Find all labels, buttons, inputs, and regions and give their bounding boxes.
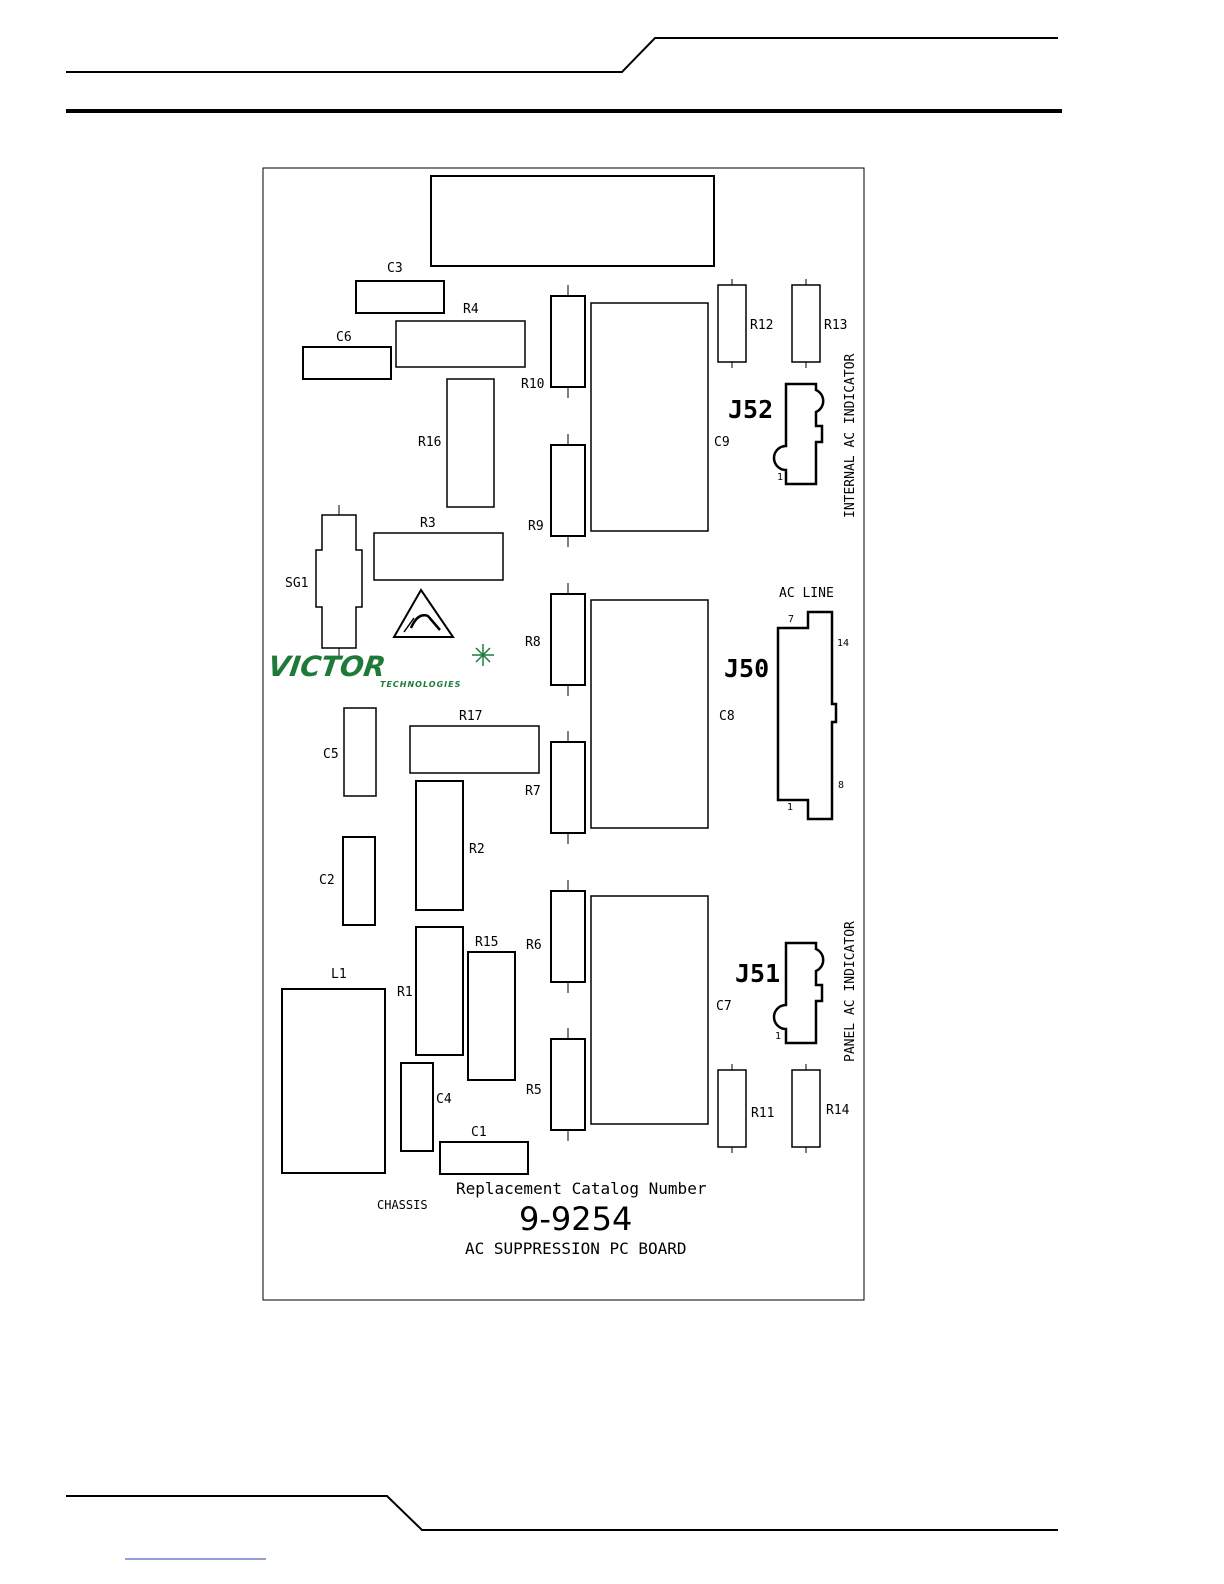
label-r3: R3 — [420, 516, 436, 531]
r6-resistor — [551, 880, 585, 993]
c2-body — [343, 837, 375, 925]
r4-body — [396, 321, 525, 367]
label-c8: C8 — [719, 709, 735, 724]
label-l1: L1 — [331, 967, 347, 982]
label-chassis: CHASSIS — [377, 1198, 428, 1212]
esd-warning-icon — [394, 590, 453, 637]
label-r15: R15 — [475, 935, 498, 950]
r8-resistor — [551, 583, 585, 696]
j52-connector — [774, 384, 823, 484]
replacement-catalog-heading: Replacement Catalog Number — [456, 1179, 707, 1198]
r17-body — [410, 726, 539, 773]
label-r14: R14 — [826, 1103, 850, 1118]
c3-body — [356, 281, 444, 313]
r1-body — [416, 927, 463, 1055]
c6-body — [303, 347, 391, 379]
j51-connector — [774, 943, 823, 1043]
label-internal-ac-indicator: INTERNAL AC INDICATOR — [843, 353, 858, 518]
c5-body — [344, 708, 376, 796]
label-panel-ac-indicator: PANEL AC INDICATOR — [843, 921, 858, 1062]
label-c3: C3 — [387, 261, 403, 276]
c8-body — [591, 600, 708, 828]
label-c9: C9 — [714, 435, 730, 450]
header-rule — [66, 38, 1062, 111]
j50-pin-7: 7 — [788, 614, 794, 625]
r14-resistor — [792, 1064, 820, 1153]
j50-pin-8: 8 — [838, 780, 844, 791]
j50-pin-1: 1 — [787, 802, 793, 813]
r10-resistor — [551, 285, 585, 398]
r5-resistor — [551, 1028, 585, 1141]
label-r1: R1 — [397, 985, 413, 1000]
top-component-block — [431, 176, 714, 266]
c9-body — [591, 303, 708, 531]
r11-resistor — [718, 1064, 746, 1153]
j52-pin-1: 1 — [777, 472, 783, 483]
victor-logo-sub: TECHNOLOGIES — [380, 680, 461, 689]
label-ac-line: AC LINE — [779, 586, 834, 601]
label-r11: R11 — [751, 1106, 774, 1121]
label-c2: C2 — [319, 873, 335, 888]
label-j52: J52 — [728, 395, 773, 424]
r12-resistor — [718, 279, 746, 368]
label-r10: R10 — [521, 377, 544, 392]
label-r4: R4 — [463, 302, 479, 317]
sg1-spark-gap — [316, 505, 362, 658]
r9-resistor — [551, 434, 585, 547]
label-j50: J50 — [724, 654, 769, 683]
label-c6: C6 — [336, 330, 352, 345]
label-r16: R16 — [418, 435, 441, 450]
label-j51: J51 — [735, 959, 780, 988]
label-r12: R12 — [750, 318, 773, 333]
j51-pin-1: 1 — [775, 1031, 781, 1042]
catalog-number: 9-9254 — [519, 1200, 632, 1238]
r7-resistor — [551, 731, 585, 844]
c7-body — [591, 896, 708, 1124]
r3-body — [374, 533, 503, 580]
victor-logo-brand: VICTOR — [266, 650, 388, 683]
victor-star-icon — [472, 644, 494, 666]
r15-body — [468, 952, 515, 1080]
label-sg1: SG1 — [285, 576, 308, 591]
c4-body — [401, 1063, 433, 1151]
label-r17: R17 — [459, 709, 482, 724]
label-r13: R13 — [824, 318, 847, 333]
j50-pin-14: 14 — [837, 638, 849, 649]
label-c5: C5 — [323, 747, 339, 762]
victor-logo: VICTOR TECHNOLOGIES — [266, 644, 494, 689]
r16-body — [447, 379, 494, 507]
r13-resistor — [792, 279, 820, 368]
l1-body — [282, 989, 385, 1173]
label-r7: R7 — [525, 784, 541, 799]
label-r6: R6 — [526, 938, 542, 953]
label-c7: C7 — [716, 999, 732, 1014]
label-r2: R2 — [469, 842, 485, 857]
r2-body — [416, 781, 463, 910]
label-r5: R5 — [526, 1083, 542, 1098]
c1-body — [440, 1142, 528, 1174]
label-c1: C1 — [471, 1125, 487, 1140]
label-r9: R9 — [528, 519, 544, 534]
label-r8: R8 — [525, 635, 541, 650]
board-name: AC SUPPRESSION PC BOARD — [465, 1239, 687, 1258]
j50-connector — [778, 612, 836, 819]
label-c4: C4 — [436, 1092, 452, 1107]
footer-rule — [66, 1496, 1058, 1559]
